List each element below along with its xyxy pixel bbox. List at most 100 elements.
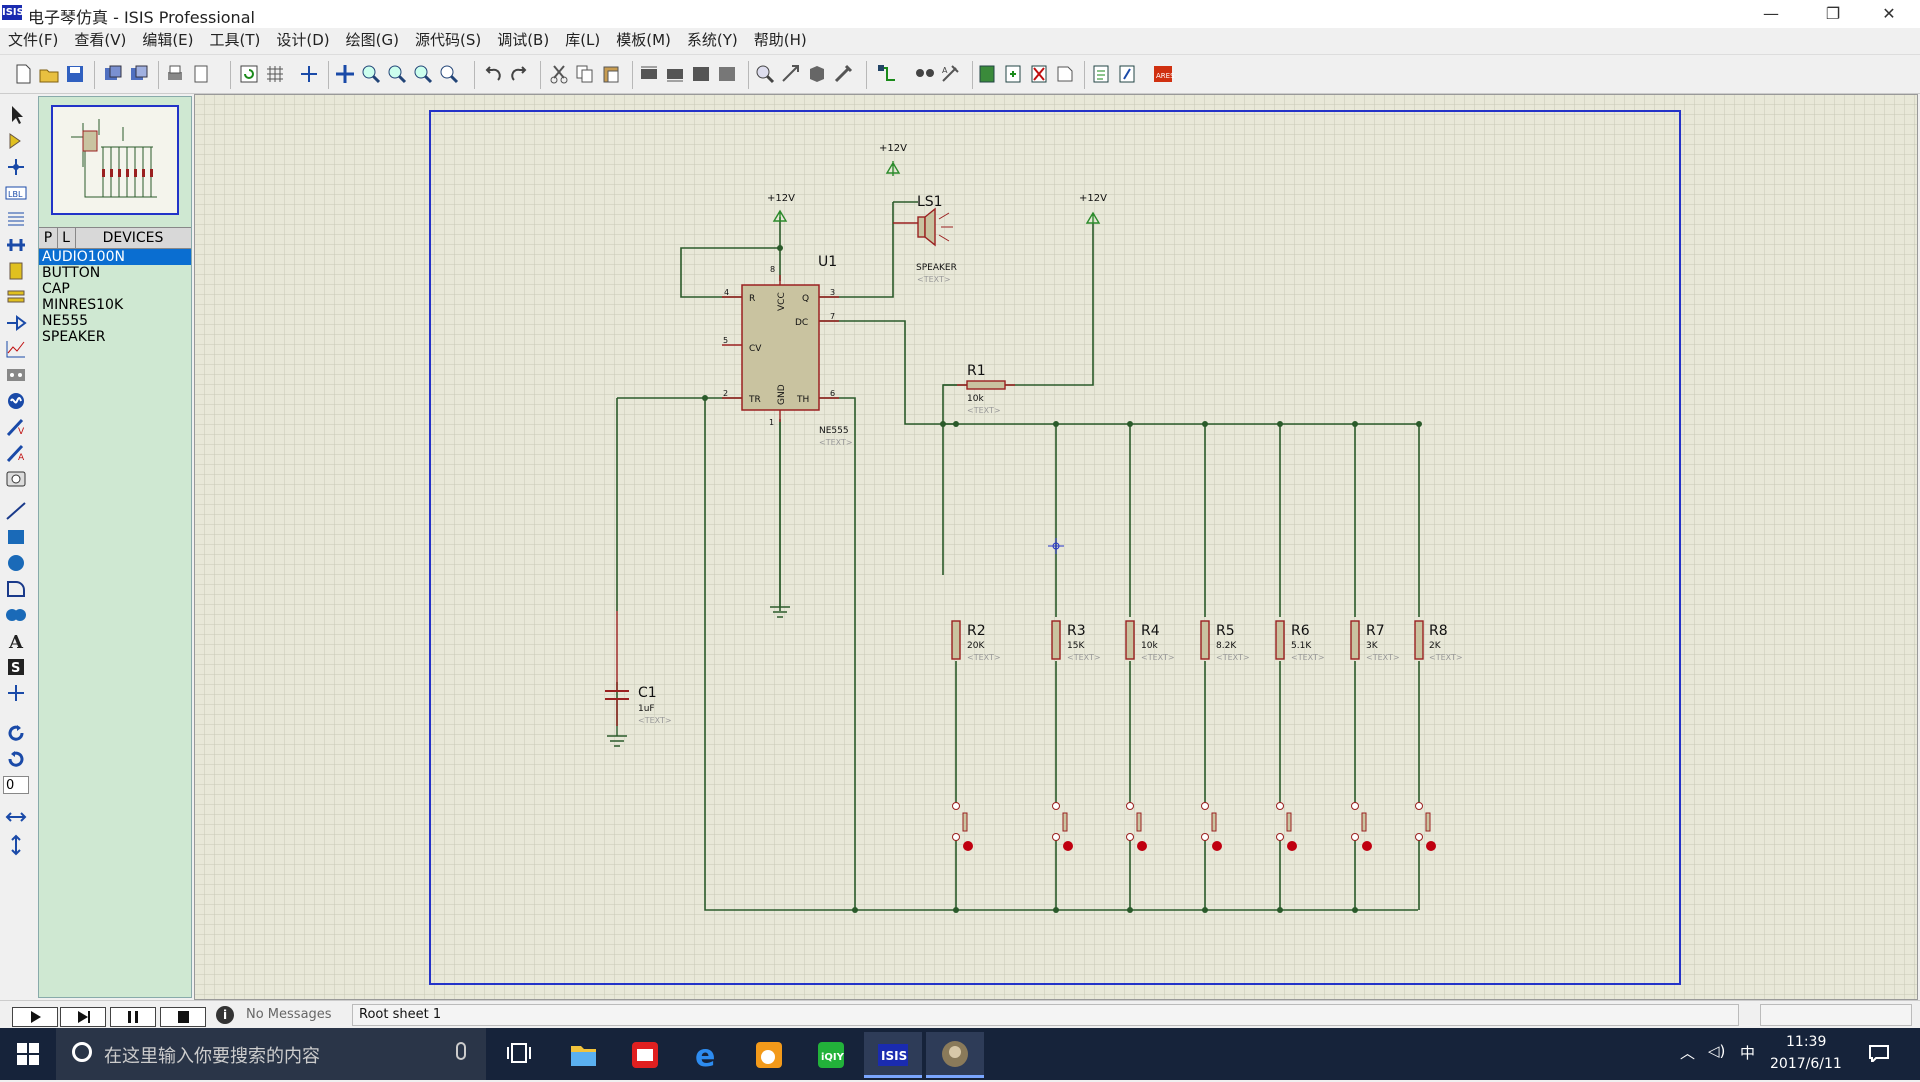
taskbar-search-box[interactable]: 在这里输入你要搜索的内容	[56, 1028, 486, 1080]
new-icon[interactable]	[12, 63, 34, 85]
menu-edit[interactable]: 编辑(E)	[142, 31, 194, 49]
button-7[interactable]	[1415, 802, 1437, 852]
block-move-icon[interactable]	[664, 63, 686, 85]
menu-system[interactable]: 系统(Y)	[686, 31, 738, 49]
make-device-icon[interactable]	[780, 63, 802, 85]
marker-icon[interactable]	[4, 682, 28, 704]
bus-icon[interactable]	[4, 234, 28, 256]
windows-start-icon[interactable]	[16, 1042, 40, 1066]
button-2[interactable]	[1052, 802, 1074, 852]
bom-icon[interactable]	[1054, 63, 1076, 85]
step-button[interactable]	[60, 1007, 106, 1027]
microphone-icon[interactable]	[456, 1042, 466, 1060]
pick-device-icon[interactable]	[754, 63, 776, 85]
block-copy-icon[interactable]	[638, 63, 660, 85]
box-icon[interactable]	[4, 526, 28, 548]
button-5[interactable]	[1276, 802, 1298, 852]
messages-status[interactable]: No Messages	[246, 1007, 332, 1022]
circle-icon[interactable]	[4, 552, 28, 574]
copy-icon[interactable]	[574, 63, 596, 85]
clock-time[interactable]: 11:39	[1786, 1034, 1827, 1050]
power-terminal-r1[interactable]: +12V	[1079, 193, 1107, 224]
wire-label-icon[interactable]: LBL	[4, 182, 28, 204]
save-icon[interactable]	[64, 63, 86, 85]
text-script-icon[interactable]	[4, 208, 28, 230]
rotate-cw-icon[interactable]	[4, 722, 28, 744]
block-delete-icon[interactable]	[716, 63, 738, 85]
button-4[interactable]	[1201, 802, 1223, 852]
volume-icon[interactable]: ◁)	[1708, 1042, 1726, 1060]
component-icon[interactable]	[4, 130, 28, 152]
task-view-icon[interactable]	[506, 1042, 532, 1064]
power-terminal-u1[interactable]: +12V	[767, 193, 795, 222]
wire-autorouter-icon[interactable]	[876, 63, 898, 85]
voltage-probe-icon[interactable]: V	[4, 416, 28, 438]
power-terminal-ls1[interactable]: +12V	[879, 143, 907, 176]
edge-browser-icon[interactable]: e	[678, 1032, 736, 1078]
netlist-icon[interactable]	[1116, 63, 1138, 85]
zoom-child-icon[interactable]	[1028, 63, 1050, 85]
block-rotate-icon[interactable]	[690, 63, 712, 85]
import-icon[interactable]	[102, 63, 124, 85]
overview-window[interactable]	[51, 105, 179, 215]
schematic-editor[interactable]: +12V +12V +12V U1 NE555 <TEXT> R CV TR Q…	[194, 94, 1918, 1000]
print-icon[interactable]	[164, 63, 186, 85]
open-icon[interactable]	[38, 63, 60, 85]
clock-date[interactable]: 2017/6/11	[1770, 1056, 1842, 1072]
weibo-app-icon[interactable]	[740, 1032, 798, 1078]
device-item-cap[interactable]: CAP	[42, 281, 70, 297]
packaging-icon[interactable]	[806, 63, 828, 85]
r1-resistor[interactable]: R1 10k <TEXT>	[957, 363, 1015, 415]
r7-resistor[interactable]: R7 3K <TEXT>	[1350, 620, 1400, 662]
menu-tools[interactable]: 工具(T)	[209, 31, 261, 49]
pause-button[interactable]	[110, 1007, 156, 1027]
ares-icon[interactable]: ARES	[1152, 63, 1175, 85]
stop-button[interactable]	[160, 1007, 206, 1027]
device-item-audio100n[interactable]: AUDIO100N	[39, 249, 191, 265]
menu-help[interactable]: 帮助(H)	[753, 31, 807, 49]
rotate-ccw-icon[interactable]	[4, 748, 28, 770]
r5-resistor[interactable]: R5 8.2K <TEXT>	[1200, 620, 1250, 662]
grid-icon[interactable]	[264, 63, 286, 85]
new-sheet-icon[interactable]	[976, 63, 998, 85]
minimize-button[interactable]: —	[1763, 4, 1779, 23]
remove-sheet-icon[interactable]	[1002, 63, 1024, 85]
refresh-icon[interactable]	[238, 63, 260, 85]
terminal-icon[interactable]	[4, 286, 28, 308]
area-icon[interactable]	[190, 63, 212, 85]
mirror-y-icon[interactable]	[4, 834, 28, 856]
paste-icon[interactable]	[600, 63, 622, 85]
r4-resistor[interactable]: R4 10k <TEXT>	[1125, 620, 1175, 662]
notification-icon[interactable]	[1868, 1044, 1890, 1065]
menu-design[interactable]: 设计(D)	[276, 31, 330, 49]
reader-app-icon[interactable]	[616, 1032, 674, 1078]
origin-icon[interactable]	[298, 63, 320, 85]
device-item-button[interactable]: BUTTON	[42, 265, 101, 281]
zoom-in-icon[interactable]	[360, 63, 382, 85]
graph-icon[interactable]	[4, 338, 28, 360]
pick-devices-button[interactable]: P	[39, 228, 58, 248]
subcircuit-icon[interactable]	[4, 260, 28, 282]
close-button[interactable]: ✕	[1882, 4, 1896, 23]
menu-source[interactable]: 源代码(S)	[414, 31, 482, 49]
mirror-x-icon[interactable]	[4, 806, 28, 828]
current-probe-icon[interactable]: A	[4, 442, 28, 464]
button-6[interactable]	[1351, 802, 1373, 852]
zoom-all-icon[interactable]	[412, 63, 434, 85]
export-icon[interactable]	[128, 63, 150, 85]
ime-indicator[interactable]: 中	[1740, 1044, 1756, 1062]
menu-library[interactable]: 库(L)	[565, 31, 601, 49]
u1-ne555[interactable]: U1 NE555 <TEXT> R CV TR Q DC TH VCC GND …	[722, 254, 853, 447]
button-1[interactable]	[952, 802, 974, 852]
menu-debug[interactable]: 调试(B)	[497, 31, 550, 49]
r6-resistor[interactable]: R6 5.1K <TEXT>	[1275, 620, 1325, 662]
menu-file[interactable]: 文件(F)	[8, 31, 59, 49]
generator-icon[interactable]	[4, 390, 28, 412]
text-icon[interactable]: A	[4, 630, 28, 653]
device-item-speaker[interactable]: SPEAKER	[42, 329, 106, 345]
angle-input[interactable]: 0	[3, 776, 29, 794]
symbol-icon[interactable]: S	[4, 656, 28, 678]
line-icon[interactable]	[4, 500, 28, 522]
zoom-area-icon[interactable]	[438, 63, 460, 85]
zoom-out-icon[interactable]	[386, 63, 408, 85]
